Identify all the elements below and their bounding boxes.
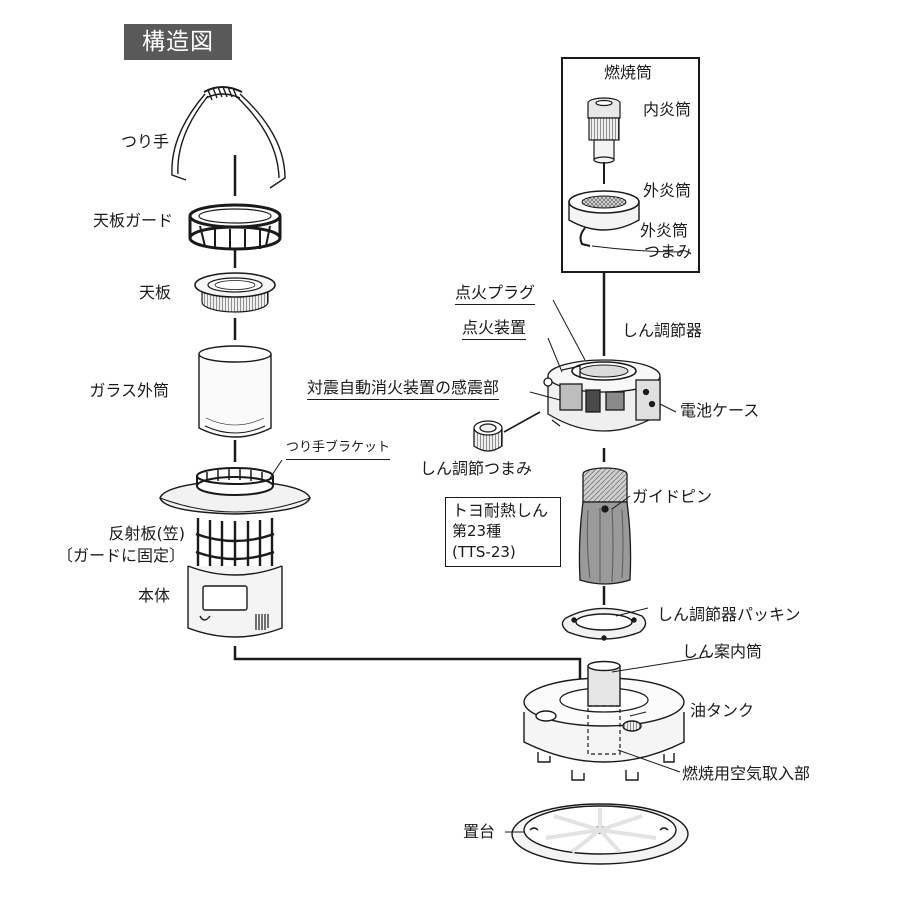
- wick-spec-box: トヨ耐熱しん 第23種 (TTS-23): [445, 497, 561, 567]
- stand-part: [511, 803, 689, 865]
- wick-part: [578, 467, 632, 585]
- label-glass-tube: ガラス外筒: [89, 381, 169, 400]
- label-wick-guide: しん案内筒: [682, 642, 763, 661]
- outer-flame-tube-part: [568, 190, 684, 253]
- label-outer-flame-tube: 外炎筒: [643, 181, 692, 200]
- label-reflector-line1: 反射板(笠): [108, 524, 186, 543]
- label-wick-line2: 第23種: [452, 522, 502, 540]
- oil-tank-part: [523, 660, 685, 781]
- label-outer-knob-line2: つまみ: [644, 242, 693, 261]
- top-plate-part: [194, 272, 276, 313]
- burner-box: [561, 57, 700, 273]
- reflector-cage-part: [159, 467, 311, 579]
- label-outer-knob-line1: 外炎筒: [640, 221, 689, 240]
- label-handle-bracket: つり手ブラケット: [286, 438, 391, 460]
- label-top-guard: 天板ガード: [92, 211, 173, 230]
- label-top-plate: 天板: [138, 283, 171, 302]
- label-battery-case: 電池ケース: [680, 401, 760, 420]
- glass-tube-part: [198, 345, 272, 438]
- label-oil-tank: 油タンク: [690, 701, 755, 720]
- top-guard-part: [188, 203, 282, 251]
- label-air-intake: 燃焼用空気取入部: [682, 764, 811, 783]
- label-quake-sensor: 対震自動消火装置の感震部: [307, 378, 500, 400]
- handle-part: [171, 86, 286, 189]
- body-part: [187, 565, 283, 638]
- label-packing: しん調節器パッキン: [657, 605, 801, 624]
- body-tank-connector: [233, 646, 582, 690]
- label-igniter: 点火装置: [462, 318, 527, 340]
- label-ignition-plug: 点火プラグ: [455, 283, 536, 305]
- label-handle: つり手: [120, 132, 169, 151]
- wick-knob-part: [473, 411, 541, 452]
- page-title: 構造図: [124, 24, 232, 60]
- label-guide-pin: ガイドピン: [632, 487, 713, 506]
- packing-part: [561, 607, 647, 641]
- label-body: 本体: [137, 586, 170, 605]
- label-burner-title: 燃焼筒: [604, 63, 653, 82]
- wick-adjuster-part: [543, 359, 661, 432]
- label-inner-flame-tube: 内炎筒: [643, 100, 692, 119]
- inner-flame-tube-part: [587, 97, 621, 184]
- label-wick-line1: トヨ耐熱しん: [452, 501, 549, 520]
- label-stand: 置台: [463, 822, 496, 841]
- label-wick-adjuster: しん調節器: [622, 321, 703, 340]
- leader-lines: [269, 299, 713, 833]
- label-wick-knob: しん調節つまみ: [420, 459, 533, 478]
- label-wick-line3: (TTS-23): [452, 543, 516, 561]
- label-reflector-line2: 〔ガードに固定〕: [56, 546, 185, 565]
